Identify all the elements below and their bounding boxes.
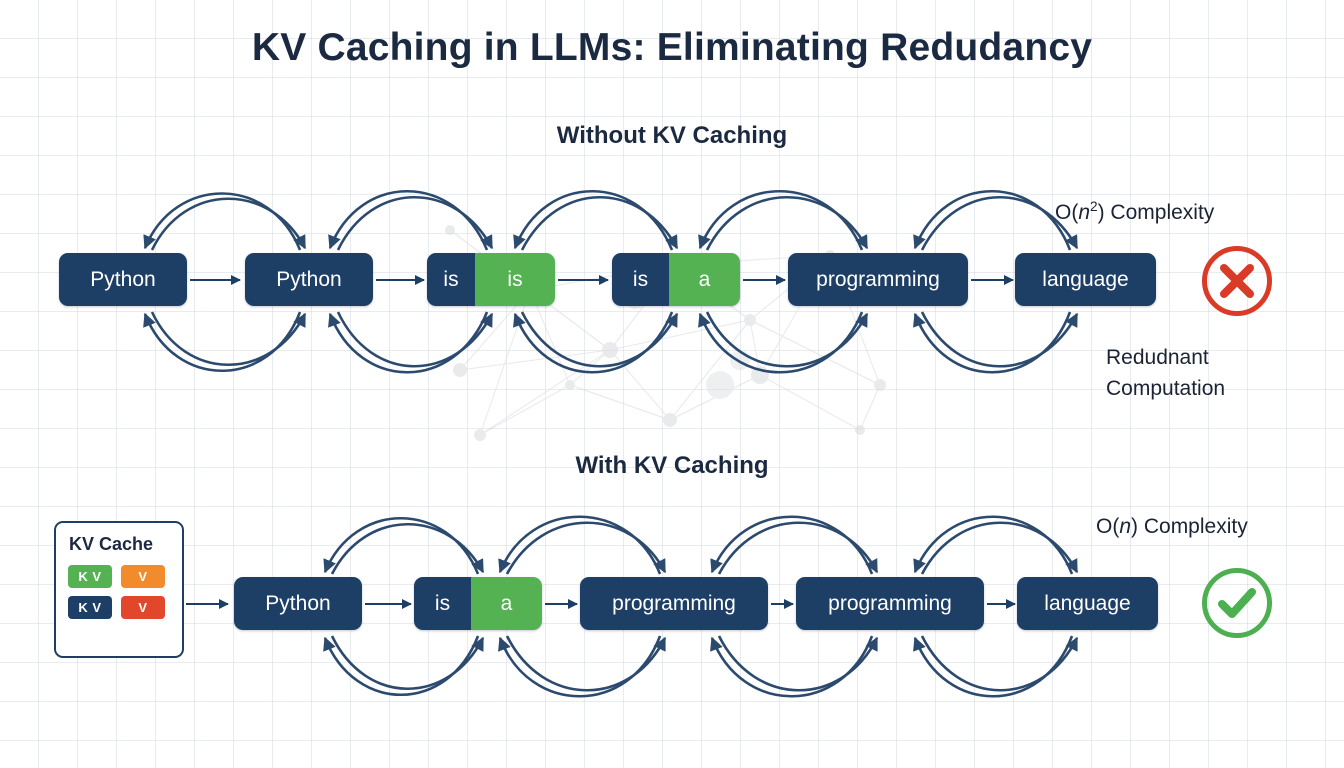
token-label: Python [59,253,187,306]
complexity-suffix: ) Complexity [1131,515,1248,538]
network-graph-decoration [445,225,886,441]
token-box[interactable]: Python [59,253,187,306]
complexity-label-without: O(n2) Complexity [1055,199,1214,225]
sequence-arrow [987,599,1016,609]
kv-cache-row: K V V [68,596,170,619]
token-label: language [1017,577,1158,630]
sequence-arrow [190,275,241,285]
complexity-variable: n [1078,201,1091,224]
sequence-arrow [376,275,425,285]
token-label-cached: is [612,253,669,306]
circle-x-icon [1202,246,1272,316]
section-heading-without: Without KV Caching [556,122,788,149]
sequence-arrow [365,599,412,609]
sequence-arrow [971,275,1014,285]
token-box[interactable]: programming [796,577,984,630]
kv-chip: K V [68,596,112,619]
page-title: KV Caching in LLMs: Eliminating Redudanc… [251,26,1093,69]
complexity-prefix: O( [1055,201,1079,224]
redundant-line-1: Redudnant [1106,346,1209,369]
token-label-recomputed: a [471,577,542,630]
token-box[interactable]: Python [245,253,373,306]
token-box[interactable]: language [1015,253,1156,306]
token-box-split[interactable]: is is [427,253,555,306]
token-box[interactable]: language [1017,577,1158,630]
token-label: Python [245,253,373,306]
kv-cache-row: K V V [68,565,170,588]
complexity-label-with: O(n) Complexity [1096,515,1248,539]
sequence-arrow [743,275,786,285]
kv-cache-panel[interactable]: KV Cache K V V K V V [54,521,184,658]
token-label-cached: is [414,577,471,630]
complexity-variable: n [1119,515,1132,538]
complexity-prefix: O( [1096,515,1120,538]
token-box[interactable]: programming [788,253,968,306]
redundant-computation-label: Redudnant Computation [1106,342,1316,404]
token-label-recomputed: a [669,253,740,306]
token-label-recomputed: is [475,253,555,306]
sequence-arrow [771,599,794,609]
circle-check-icon [1202,568,1272,638]
section-heading-with: With KV Caching [575,452,769,479]
token-box-split[interactable]: is a [612,253,740,306]
token-box[interactable]: Python [234,577,362,630]
token-label: programming [796,577,984,630]
complexity-suffix: ) Complexity [1097,201,1215,224]
token-box-split[interactable]: is a [414,577,542,630]
token-label: Python [234,577,362,630]
token-label-cached: is [427,253,475,306]
v-chip: V [121,565,165,588]
redundant-line-2: Computation [1106,377,1226,400]
token-box[interactable]: programming [580,577,768,630]
kv-cache-title: KV Cache [69,534,154,554]
complexity-exponent: 2 [1090,199,1098,214]
token-label: programming [580,577,768,630]
kv-chip: K V [68,565,112,588]
v-chip: V [121,596,165,619]
sequence-arrow [545,599,578,609]
token-label: programming [788,253,968,306]
token-label: language [1015,253,1156,306]
sequence-arrow [558,275,609,285]
kv-cache-feed-arrow [186,599,229,609]
